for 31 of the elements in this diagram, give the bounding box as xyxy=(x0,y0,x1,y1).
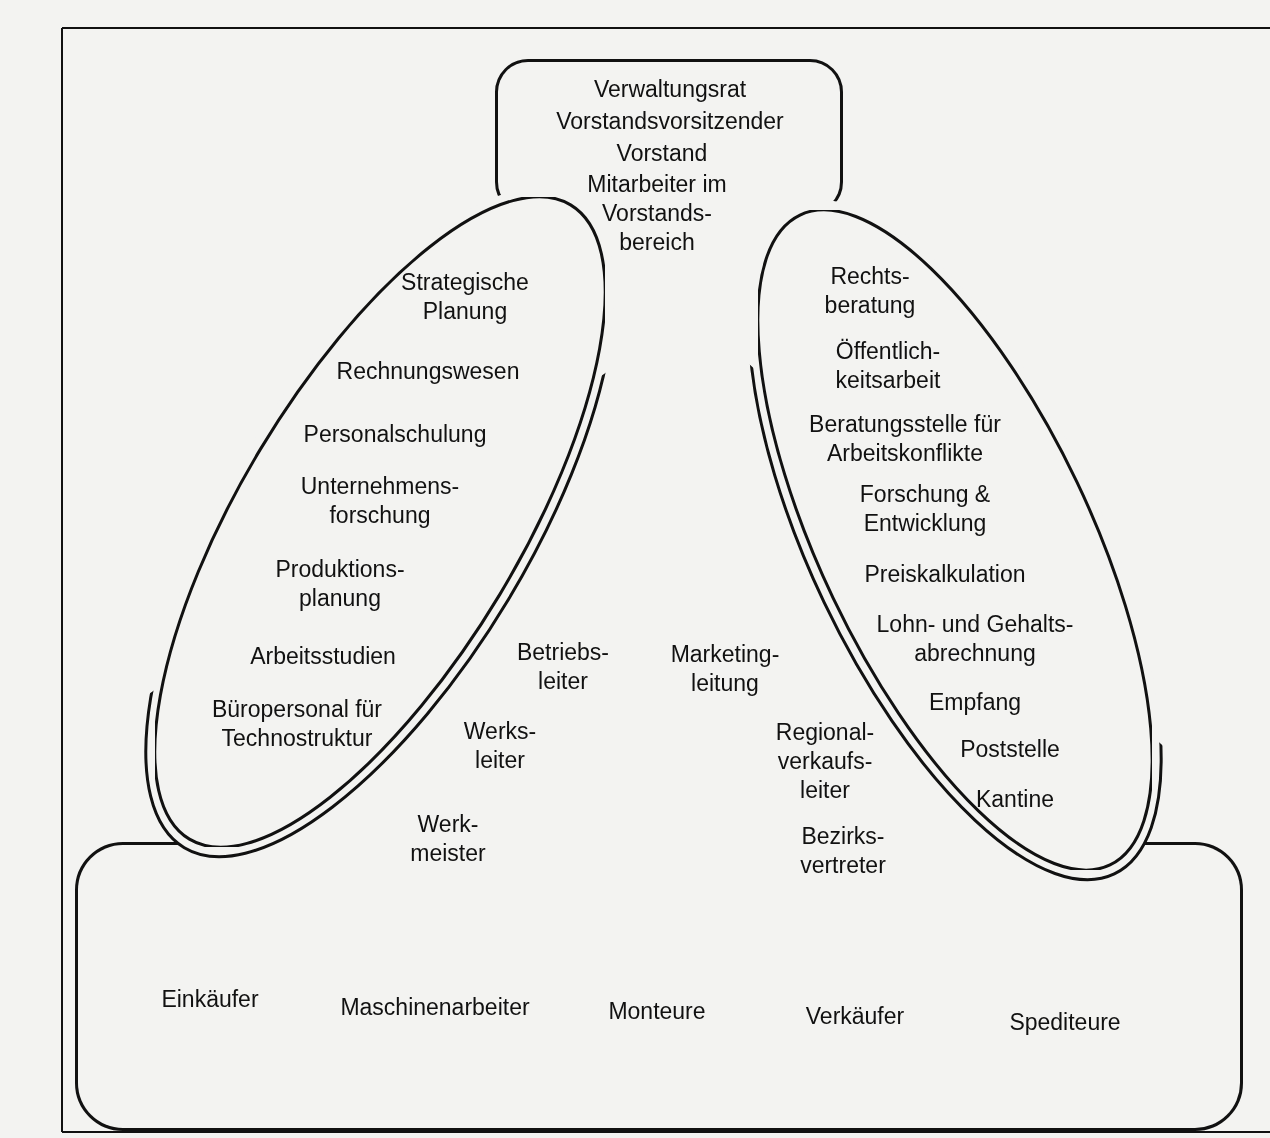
role-label: Strategische Planung xyxy=(400,268,530,326)
role-label: Beratungsstelle für Arbeitskonflikte xyxy=(808,410,1002,468)
role-label: Verwaltungsrat xyxy=(592,75,748,104)
role-label: Spediteure xyxy=(1008,1008,1122,1037)
role-label: Forschung & Entwicklung xyxy=(858,480,992,538)
role-label: Produktions- planung xyxy=(274,555,406,613)
role-label: Kantine xyxy=(975,785,1055,814)
role-label: Mitarbeiter im Vorstands- bereich xyxy=(586,170,728,257)
role-label: Rechts- beratung xyxy=(823,262,917,320)
role-label: Monteure xyxy=(607,997,707,1026)
role-label: Arbeitsstudien xyxy=(249,642,397,671)
role-label: Betriebs- leiter xyxy=(515,638,610,696)
role-label: Bezirks- vertreter xyxy=(799,822,887,880)
role-label: Vorstand xyxy=(615,139,709,168)
role-label: Empfang xyxy=(927,688,1023,717)
role-label: Einkäufer xyxy=(160,985,260,1014)
role-label: Werk- meister xyxy=(409,810,487,868)
role-label: Preiskalkulation xyxy=(863,560,1027,589)
role-label: Verkäufer xyxy=(804,1002,906,1031)
role-label: Vorstandsvorsitzender xyxy=(555,107,785,136)
role-label: Lohn- und Gehalts- abrechnung xyxy=(875,610,1075,668)
role-label: Büropersonal für Technostruktur xyxy=(210,695,383,753)
role-label: Unternehmens- forschung xyxy=(299,472,461,530)
role-label: Poststelle xyxy=(959,735,1061,764)
role-label: Marketing- leitung xyxy=(669,640,781,698)
role-label: Personalschulung xyxy=(302,420,488,449)
role-label: Maschinenarbeiter xyxy=(339,993,531,1022)
role-label: Rechnungswesen xyxy=(335,357,521,386)
role-label: Werks- leiter xyxy=(462,717,538,775)
role-label: Regional- verkaufs- leiter xyxy=(774,718,876,805)
role-label: Öffentlich- keitsarbeit xyxy=(834,337,942,395)
